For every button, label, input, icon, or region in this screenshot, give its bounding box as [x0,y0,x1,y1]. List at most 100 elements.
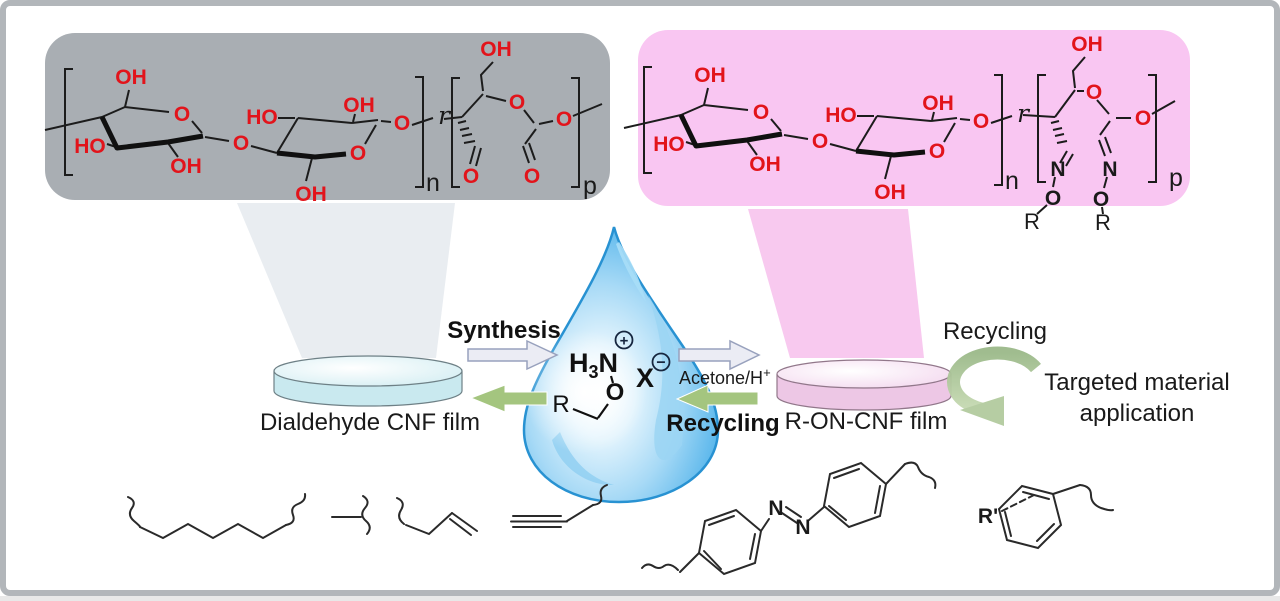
aldehyde-o-label: O [463,165,479,188]
r-substituent-label: R [1095,210,1111,235]
oh-label: OH [1071,33,1103,56]
variable-position-bond [1001,494,1035,512]
recycling-arrow-left-icon [469,384,548,413]
azo-n-label: N [795,516,810,539]
ho-label: HO [74,135,106,158]
r-on-cnf-film-label: R-ON-CNF film [785,408,948,435]
droplet-glow [523,330,647,454]
droplet-highlight [648,295,684,461]
ring-o-label: O [174,103,190,126]
subscript-p: p [1169,164,1183,192]
acetal-o-label: O [1135,107,1151,130]
squiggle [285,493,307,526]
oxime-o-label: O [1093,188,1109,211]
benzene-ring [822,461,888,529]
oh-label: OH [694,64,726,87]
film-top [273,355,463,387]
bonds-thin [623,87,1013,180]
r-substituent-label: R [1024,209,1040,234]
r-group-azobenzene: N N [641,461,937,576]
h-atom: H [569,348,589,378]
squiggle [904,461,937,489]
ring-o-label: O [350,142,366,165]
targeted-application-line2: application [1080,400,1195,427]
dialdehyde-cellulose-structure: OH HO OH O O HO OH O OH O OH O O O O n r… [44,38,603,206]
r-group-alkyl-chain [127,493,307,540]
aldehyde-o-label: O [524,165,540,188]
azo-n-label: N [768,497,783,520]
droplet-bonds [572,375,615,421]
acetone-text: Acetone/H [679,368,763,388]
negative-charge-icon [651,352,671,372]
subscript-n: n [1005,167,1019,195]
bond [885,463,906,485]
oxime-double-bonds [1059,136,1112,167]
loop-arrowhead [960,396,1004,426]
oh-label: OH [480,38,512,61]
hash-wedge [1050,120,1068,144]
azo-bonds [760,506,825,532]
anomeric-o-label: O [394,112,410,135]
dialdehyde-cnf-film-disc [273,355,463,407]
squiggle [1079,484,1114,512]
ring-double-bonds [828,468,881,521]
aldehyde-double-bonds [469,142,536,167]
ho-label: HO [246,106,278,129]
dialdehyde-structure-panel [45,33,610,200]
oh-label: OH [343,94,375,117]
bond [1052,484,1081,495]
amine-formula: H3N [569,348,618,382]
subscript-n: n [426,169,440,197]
oh-label: OH [115,66,147,89]
brackets [643,66,1003,186]
cellobiose-unit: OH HO OH O O HO OH O OH O n r [623,64,1031,204]
double-bond [449,512,478,536]
oh-label: OH [170,155,202,178]
positive-charge-icon [614,330,634,350]
r-prime-label: R' [978,505,998,528]
r-group-propargyl [510,484,608,528]
hydroxylamine-species: H3N + − X O R [552,330,671,421]
left-projection-beam [237,203,455,358]
ring-double-bonds [703,515,756,570]
bond [566,504,594,522]
oh-label: OH [749,153,781,176]
droplet-highlight [616,242,646,302]
subscript-p: p [583,172,597,200]
r-group-allyl [396,497,478,536]
dialdehyde-film-label: Dialdehyde CNF film [260,409,480,436]
squiggle [361,495,371,535]
ring-double-bonds [1004,491,1055,542]
bond [679,552,700,573]
oxygen-label: O [606,379,625,406]
synthesis-label: Synthesis [447,317,560,344]
recycling-label: Recycling [666,410,779,437]
r-on-cnf-film-disc [776,359,952,411]
ring-o-label: O [753,101,769,124]
r-group-methyl [331,495,371,535]
plus-sign: + [620,333,629,350]
triple-bond [510,515,568,528]
chain-bonds [405,512,453,536]
acetal-o-label: O [509,91,525,114]
n-atom: N [599,348,619,378]
recycle-loop-arrow [947,346,1041,426]
film-top [776,359,952,389]
bonds-bold [99,115,347,160]
squiggle [127,496,142,528]
subscript-3: 3 [588,362,598,382]
oxime-cellulose-structure: OH HO OH O O HO OH O OH O n r OH O O N N… [623,33,1183,235]
r-group-label: R [552,391,569,418]
targeted-application-line1: Targeted material [1044,369,1229,396]
oh-label: OH [874,181,906,204]
acetal-o-label: O [1086,81,1102,104]
oh-label: OH [922,92,954,115]
bonds-bold [678,113,926,158]
r-group-benzyl: R' [978,484,1114,550]
water-droplet: H3N + − X O R [522,226,720,504]
acetal-o-label: O [556,108,572,131]
synthesis-arrow-icon [467,339,559,371]
anomeric-o-label: O [973,110,989,133]
